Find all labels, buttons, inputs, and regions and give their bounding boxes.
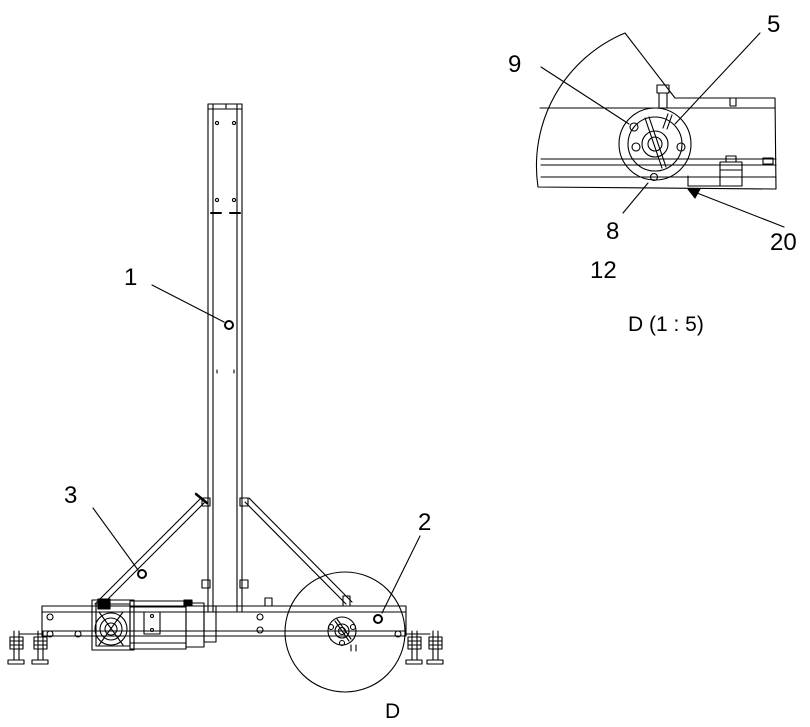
- motor-assembly: [91, 598, 217, 651]
- callout-2: 2: [418, 509, 431, 536]
- main-callout-labels: 1 2 3 D: [64, 264, 431, 723]
- detail-marker-d: D: [385, 700, 400, 723]
- detail-caption: D (1 : 5): [628, 313, 704, 336]
- detail-boundary: [535, 32, 777, 190]
- main-view: [7, 103, 444, 693]
- callout-20: 20: [770, 229, 797, 256]
- detail-circle: [284, 571, 406, 693]
- callout-1: 1: [124, 264, 137, 291]
- vertical-column: [201, 103, 249, 613]
- right-levelling-feet: [405, 630, 444, 665]
- detail-view: [535, 32, 785, 228]
- callout-12: 12: [590, 257, 617, 284]
- callout-3: 3: [64, 482, 77, 509]
- diagonal-braces: [94, 492, 353, 607]
- callout-9: 9: [508, 51, 521, 78]
- callout-5: 5: [767, 11, 780, 38]
- detail-callout-labels: 9 5 8 12 20 D (1 : 5): [508, 11, 797, 336]
- bearing-hub: [327, 616, 357, 652]
- callout-8: 8: [606, 218, 619, 245]
- left-levelling-feet: [7, 630, 49, 665]
- callout-dots: [137, 320, 383, 624]
- callout-leaders: [92, 284, 421, 614]
- detail-bearing: [618, 107, 692, 182]
